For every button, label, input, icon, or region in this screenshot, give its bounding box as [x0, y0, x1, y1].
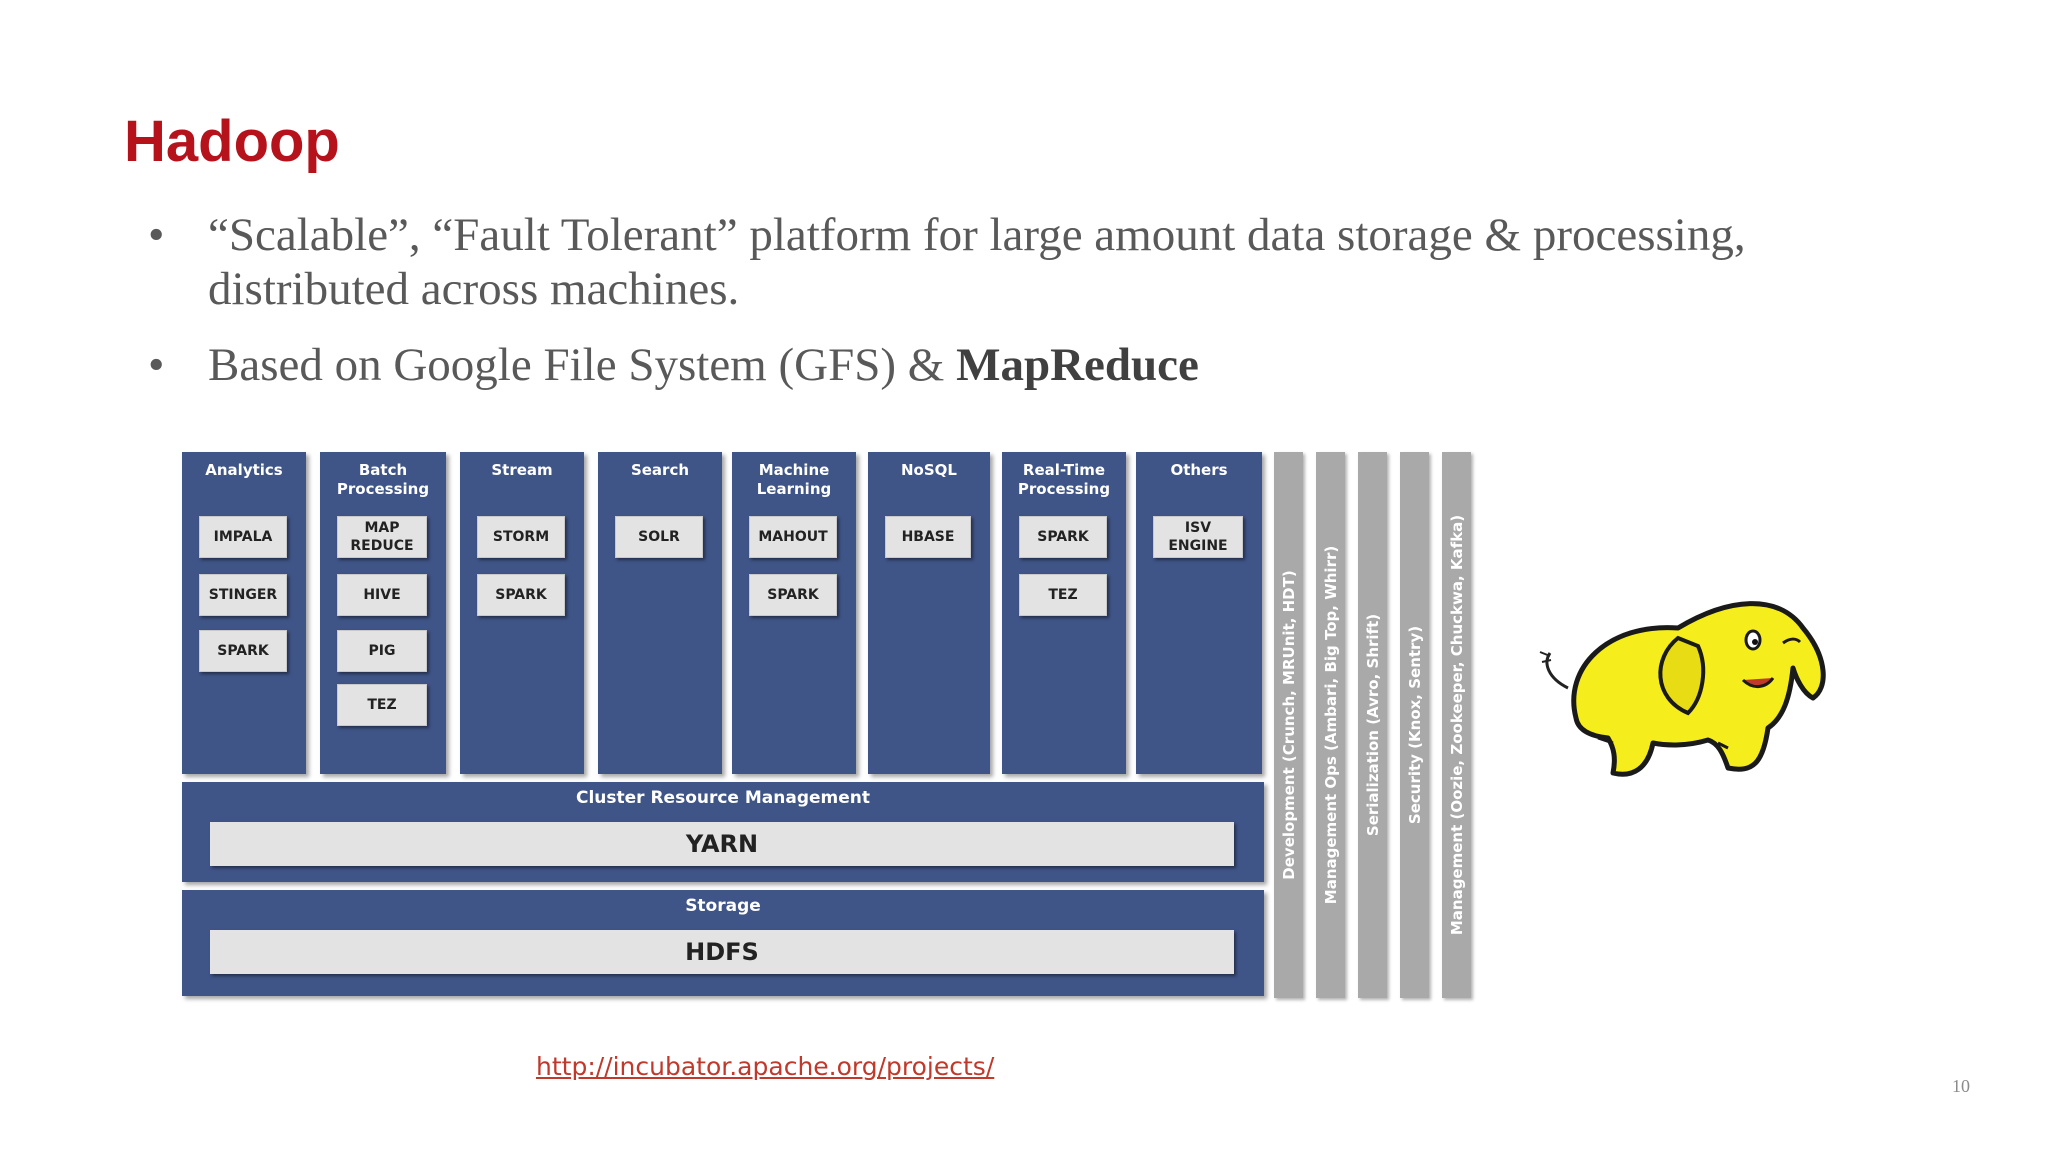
bullet-text: Based on Google File System (GFS) & — [208, 339, 957, 391]
bullet-bold-text: MapReduce — [956, 339, 1199, 391]
component-box: HBASE — [885, 516, 971, 558]
component-box: SOLR — [615, 516, 703, 558]
side-bar-label: Security (Knox, Sentry) — [1405, 625, 1424, 825]
component-box: IMPALA — [199, 516, 287, 558]
component-box: TEZ — [337, 684, 427, 726]
bullet-list: • “Scalable”, “Fault Tolerant” platform … — [148, 208, 1908, 414]
column-header: NoSQL — [901, 461, 957, 479]
hadoop-elephant-icon — [1539, 601, 1826, 777]
column-header: Others — [1170, 461, 1228, 479]
band-header: Storage — [685, 896, 761, 916]
component-box: SPARK — [477, 574, 565, 616]
bullet-text: “Scalable”, “Fault Tolerant” platform fo… — [208, 209, 1746, 315]
side-bar-label: Development (Crunch, MRUnit, HDT) — [1279, 570, 1298, 880]
band-label-box: HDFS — [210, 930, 1234, 974]
side-bar: Security (Knox, Sentry) — [1400, 452, 1429, 998]
slide-title: Hadoop — [124, 109, 340, 174]
component-box: HIVE — [337, 574, 427, 616]
component-box: SPARK — [1019, 516, 1107, 558]
component-box: PIG — [337, 630, 427, 672]
projects-link[interactable]: http://incubator.apache.org/projects/ — [536, 1052, 995, 1081]
component-box: TEZ — [1019, 574, 1107, 616]
side-bar-label: Management Ops (Ambari, Big Top, Whirr) — [1321, 545, 1340, 905]
band-header: Cluster Resource Management — [575, 788, 871, 808]
hadoop-ecosystem-diagram: Cluster Resource Management YARN Storage… — [182, 452, 1472, 1000]
side-bar-label: Management (Oozie, Zookeeper, Chuckwa, K… — [1447, 514, 1466, 936]
band-label-box: YARN — [210, 822, 1234, 866]
column-header: Analytics — [205, 461, 283, 479]
side-bar: Serialization (Avro, Shrift) — [1358, 452, 1387, 998]
side-bar-label: Serialization (Avro, Shrift) — [1363, 613, 1382, 837]
component-box: SPARK — [749, 574, 837, 616]
component-box: MAHOUT — [749, 516, 837, 558]
side-bar: Management Ops (Ambari, Big Top, Whirr) — [1316, 452, 1345, 998]
column-nosql: NoSQL HBASE — [868, 452, 990, 774]
bullet-item-based-on: • Based on Google File System (GFS) & Ma… — [148, 338, 1908, 392]
component-box: SPARK — [199, 630, 287, 672]
band-storage: Storage HDFS — [182, 890, 1264, 996]
page-number: 10 — [1952, 1076, 1970, 1096]
bullet-item-platform: • “Scalable”, “Fault Tolerant” platform … — [148, 208, 1908, 316]
component-box: STORM — [477, 516, 565, 558]
bullet-icon: • — [148, 209, 165, 261]
column-header: Search — [630, 461, 690, 479]
side-bar: Development (Crunch, MRUnit, HDT) — [1274, 452, 1303, 998]
side-bar: Management (Oozie, Zookeeper, Chuckwa, K… — [1442, 452, 1471, 998]
band-cluster-resource-management: Cluster Resource Management YARN — [182, 782, 1264, 882]
component-box: STINGER — [199, 574, 287, 616]
bullet-icon: • — [148, 339, 165, 391]
column-header: Stream — [491, 461, 553, 479]
